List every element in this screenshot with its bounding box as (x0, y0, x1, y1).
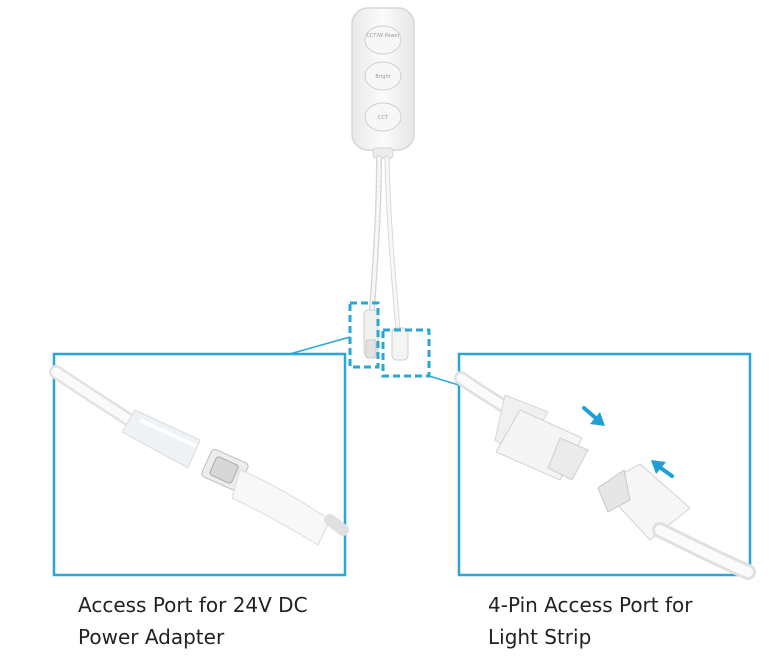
highlight-dc-port (348, 301, 380, 369)
callout-dc-power (49, 352, 349, 577)
controller-button-cct: CCT (364, 102, 402, 132)
caption-dc-power: Access Port for 24V DC Power Adapter (78, 589, 308, 653)
controller-button-label: CCT (378, 115, 389, 121)
pin-female-connector-illustration (597, 463, 756, 580)
controller-button-power: CCT/W Power (364, 25, 402, 55)
controller-button-label: Bright (375, 74, 390, 80)
caption-dc-line1: Access Port for 24V DC (78, 593, 308, 617)
controller-button-label: CCT/W Power (366, 33, 400, 39)
callout-pin-port (454, 352, 756, 580)
controller-button-bright: Bright (364, 61, 402, 91)
controller-cables (369, 155, 401, 333)
highlight-pin-port (381, 328, 431, 378)
strain-relief (372, 147, 394, 159)
leader-line-right (428, 375, 463, 387)
arrow-left-up-icon (651, 460, 674, 478)
pin-male-connector-illustration (454, 371, 589, 481)
caption-pin-line2: Light Strip (488, 625, 592, 649)
caption-pin-port: 4-Pin Access Port for Light Strip (488, 589, 692, 653)
pin-connector-small (391, 327, 409, 361)
dc-cable-illustration (49, 365, 349, 546)
controller-device: CCT/W Power Bright CCT (351, 7, 415, 151)
caption-pin-line1: 4-Pin Access Port for (488, 593, 693, 617)
caption-dc-line2: Power Adapter (78, 625, 225, 649)
arrow-right-down-icon (582, 406, 605, 426)
dc-connector-small (363, 309, 379, 359)
